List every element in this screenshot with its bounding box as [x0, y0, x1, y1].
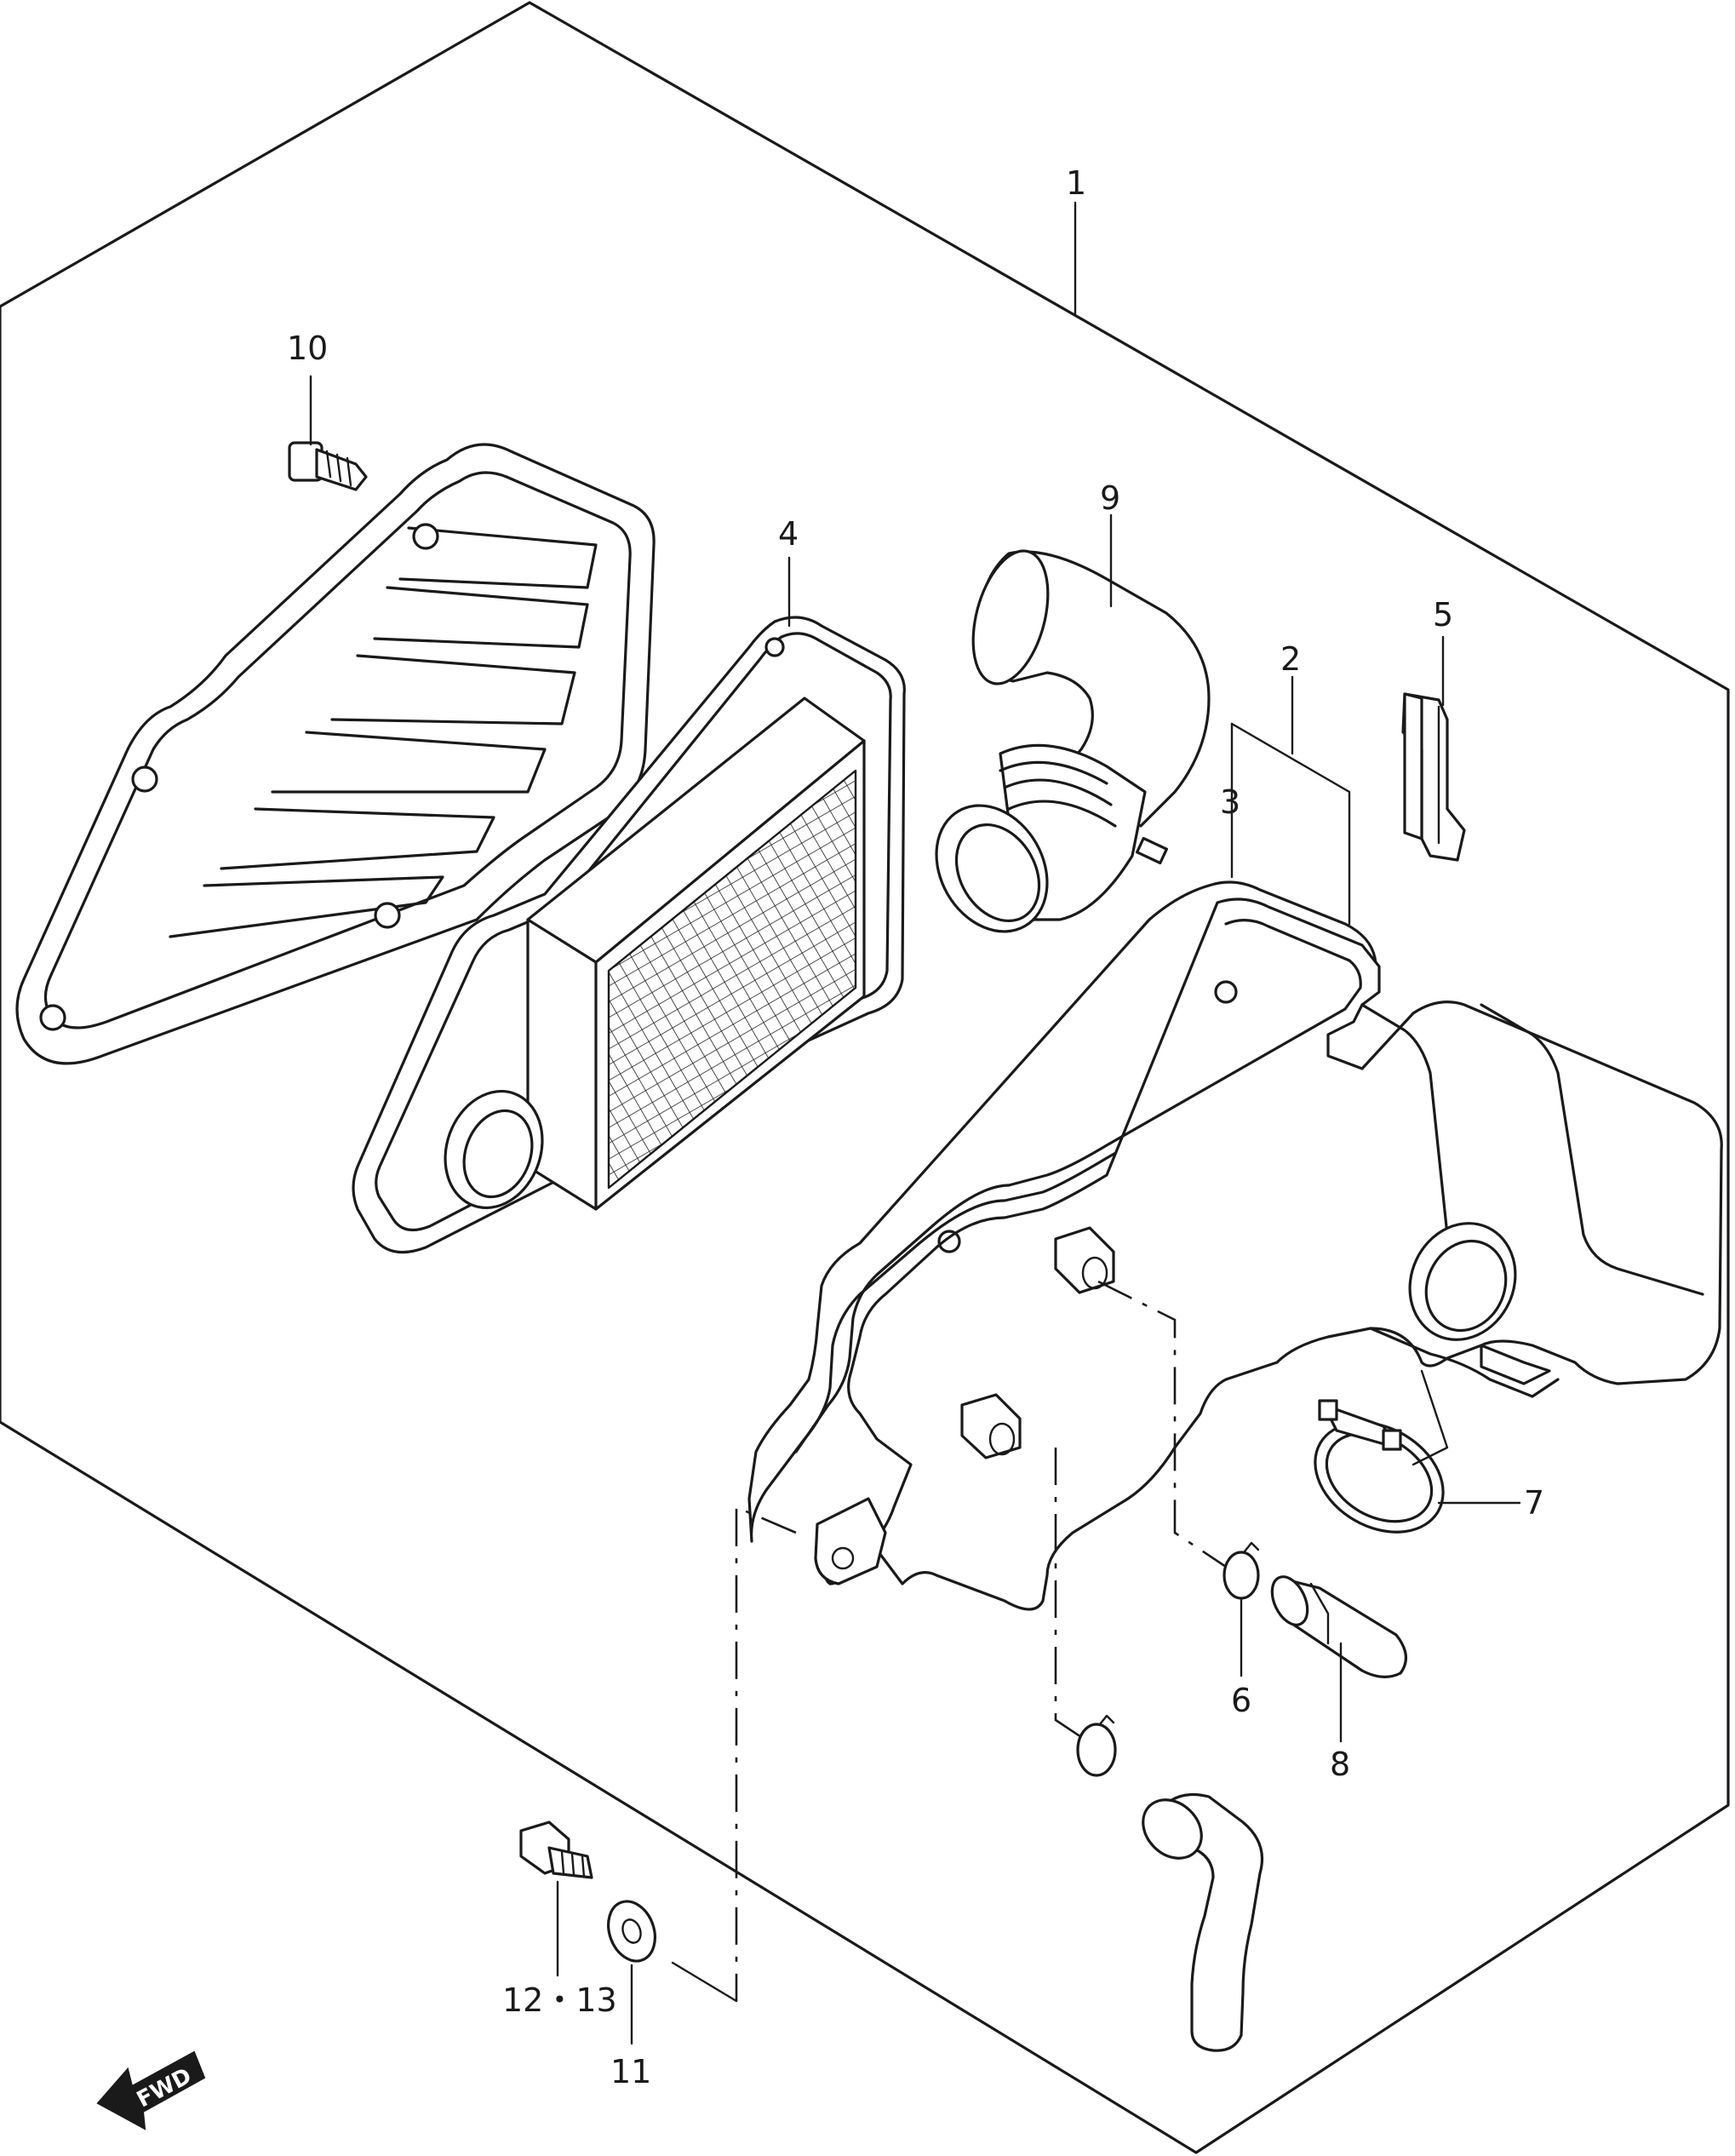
- part-5-bracket: [1401, 692, 1466, 862]
- label-part-10: 10: [287, 330, 328, 367]
- drain-hose: [1076, 1714, 1264, 2052]
- label-part-7: 7: [1524, 1484, 1544, 1522]
- part-12-13-bolt: [519, 1821, 593, 1879]
- leader-bottom-bracket-end: [671, 1961, 738, 2003]
- fwd-arrow: FWD: [96, 2050, 206, 2130]
- part-8-plug: [1270, 1575, 1407, 1678]
- part-11-washer: [607, 1900, 656, 1963]
- part-2-air-cleaner-case: [747, 880, 1723, 1611]
- label-part-12-13: 12・13: [502, 1981, 617, 2019]
- part-10-screw: [288, 441, 368, 491]
- leader-7-dash: [1411, 1369, 1449, 1466]
- leader-drain-link: [1054, 1448, 1082, 1739]
- part-7-clamp: [1314, 1399, 1445, 1534]
- label-part-8: 8: [1330, 1746, 1350, 1783]
- label-part-4: 4: [778, 515, 799, 553]
- label-part-6: 6: [1231, 1682, 1251, 1719]
- label-part-1: 1: [1066, 164, 1086, 202]
- part-4-filter-element: [352, 616, 906, 1254]
- part-6-clip: [1223, 1541, 1260, 1600]
- label-part-3: 3: [1220, 783, 1240, 821]
- label-part-11: 11: [610, 2053, 651, 2090]
- label-part-9: 9: [1100, 479, 1120, 517]
- part-9-intake-duct: [935, 549, 1211, 933]
- label-part-5: 5: [1433, 596, 1453, 634]
- air-cleaner-cover: [15, 443, 656, 1065]
- label-part-2: 2: [1280, 640, 1301, 678]
- leader-2-bracket: [1230, 722, 1351, 926]
- leader-bottom-bracket: [735, 1505, 797, 2001]
